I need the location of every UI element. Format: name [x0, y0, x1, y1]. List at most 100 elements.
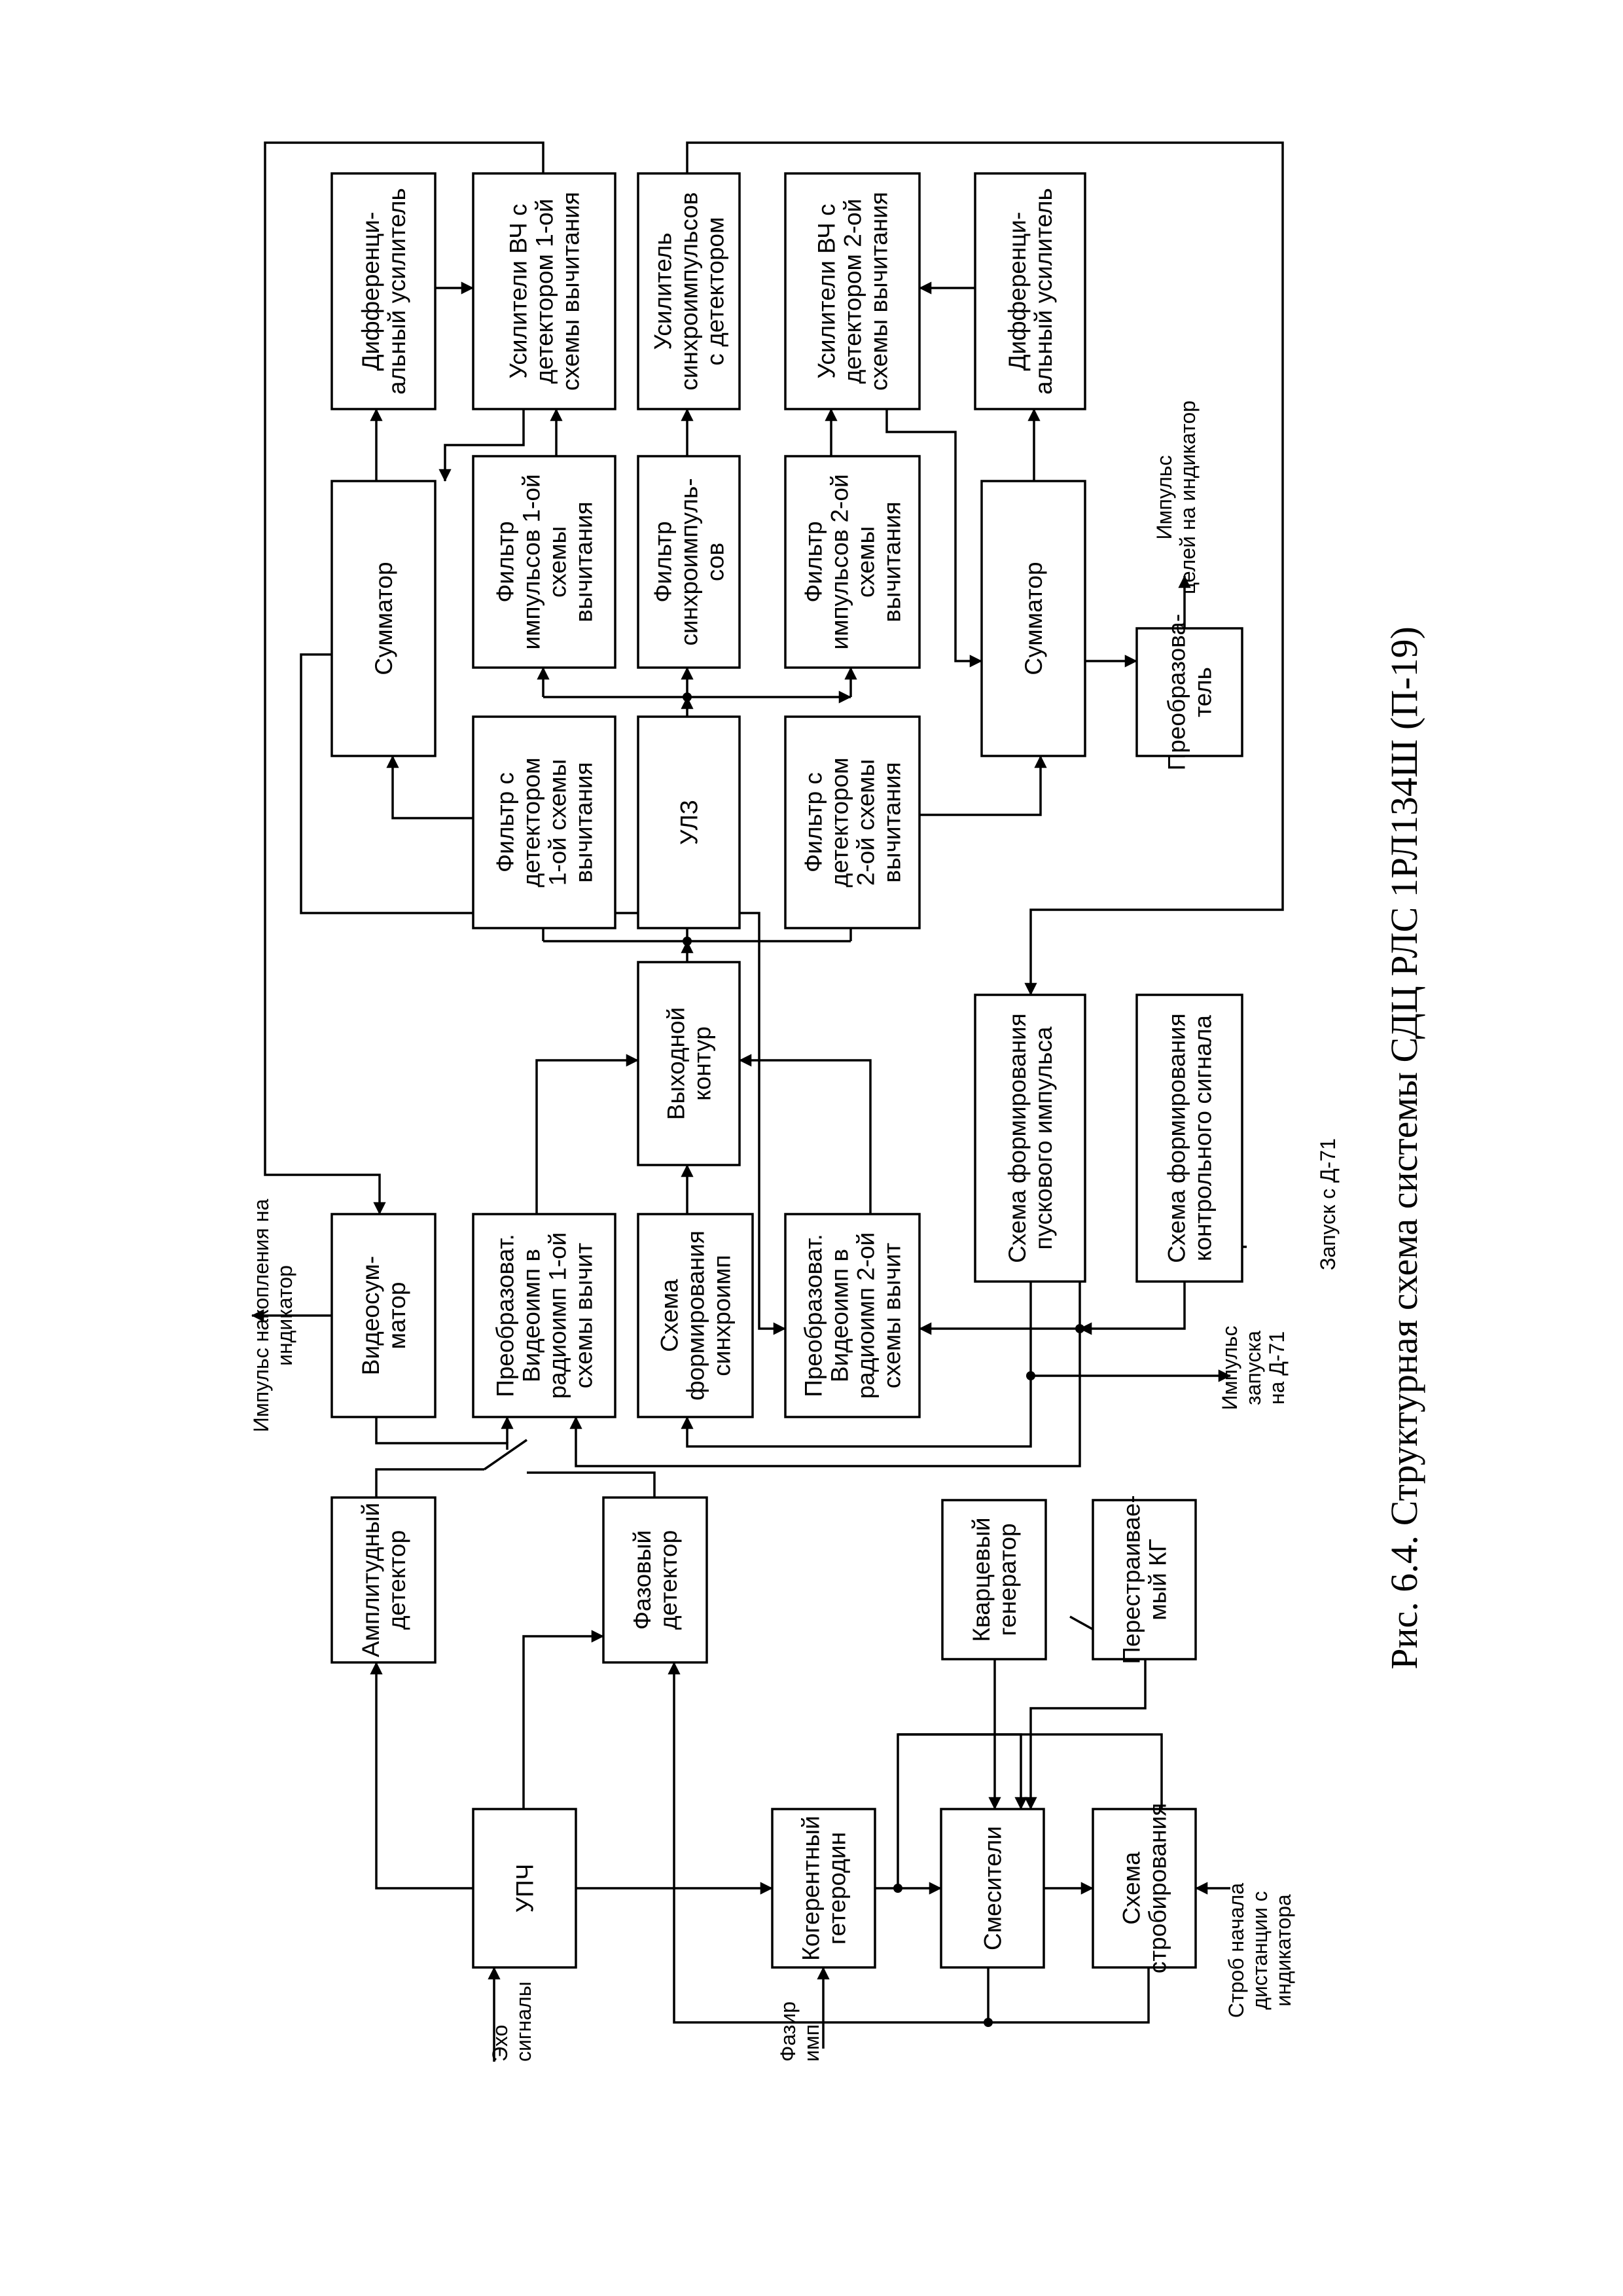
- block-label-line: контур: [689, 1026, 716, 1101]
- block-frame: [974, 994, 1086, 1283]
- block-frame: [784, 172, 921, 410]
- block-frame: [472, 455, 616, 669]
- block-label-line: генератор: [994, 1523, 1021, 1636]
- block-frame: [472, 172, 616, 410]
- diff-amplifier-1-block: Дифференци-альный усилитель: [330, 172, 437, 410]
- diff-amplifier-2-block: Дифференци-альный усилитель: [974, 172, 1086, 410]
- block-label-line: Перестраивае-: [1118, 1495, 1145, 1664]
- block-label-line: схемы: [853, 526, 880, 598]
- signal-line: [988, 1967, 1150, 2024]
- block-label-line: импульсов 1-ой: [518, 474, 545, 649]
- block-label-line: детектором 2-ой: [840, 199, 866, 384]
- block-label-line: Преобразоват.: [492, 1234, 519, 1397]
- block-label-line: УЛЗ: [676, 800, 703, 845]
- block-frame: [1135, 994, 1243, 1283]
- label-line: Запуск с Д-71: [1316, 1138, 1340, 1270]
- switch-lever: [484, 1439, 527, 1471]
- signal-line: [438, 409, 525, 482]
- label-line: имп: [800, 2024, 823, 2062]
- signal-line: [569, 1329, 1081, 1467]
- block-frame: [974, 172, 1086, 410]
- label-line: Импульс: [1152, 456, 1176, 540]
- block-label-line: синхроимпульсов: [676, 192, 703, 390]
- block-label-line: импульсов 2-ой: [827, 474, 853, 649]
- block-frame: [330, 1213, 437, 1418]
- block-label-line: Видеосум-: [357, 1256, 384, 1375]
- block-label-line: детектором: [518, 757, 545, 887]
- junction-dot: [893, 1884, 902, 1893]
- block-label-line: с детектором: [702, 217, 729, 365]
- converter-block: Преобразова-тель: [1135, 614, 1243, 771]
- label-line: дистанции с: [1248, 1891, 1272, 2009]
- block-label-line: вычитания: [571, 501, 597, 622]
- signal-line: [375, 1417, 508, 1450]
- block-frame: [637, 961, 741, 1166]
- label-line: индикатор: [273, 1265, 296, 1366]
- block-label-line: Усилитель: [650, 232, 677, 350]
- block-frame: [602, 1496, 708, 1664]
- block-label-line: мый КГ: [1145, 1539, 1171, 1621]
- block-frame: [637, 715, 741, 929]
- block-label-line: схемы вычит: [879, 1243, 906, 1389]
- block-frame: [330, 480, 437, 757]
- start-from-d71-label: Запуск с Д-71: [1316, 1138, 1340, 1270]
- signal-line: [375, 1468, 484, 1498]
- junction-dot: [683, 692, 692, 702]
- label-line: индикатора: [1272, 1894, 1295, 2007]
- block-frame: [330, 1496, 437, 1664]
- video-summator-block: Видеосум-матор: [330, 1213, 437, 1418]
- block-label-line: 1-ой схемы: [544, 759, 571, 886]
- block-frame: [1092, 1499, 1197, 1660]
- label-line: на Д-71: [1265, 1331, 1289, 1405]
- block-label-line: альный усилитель: [1030, 188, 1057, 395]
- block-label-line: детектором: [827, 757, 853, 887]
- block-frame: [1092, 1808, 1197, 1969]
- block-label-line: Фильтр с: [800, 772, 827, 872]
- signal-line: [370, 1662, 473, 1890]
- block-frame: [637, 455, 741, 669]
- label-line: Импульс: [1218, 1326, 1241, 1410]
- block-label-line: Видеоимп в: [827, 1249, 853, 1382]
- signal-line: [386, 755, 473, 819]
- label-line: Фазир: [776, 2001, 800, 2062]
- block-label-line: тель: [1190, 667, 1217, 717]
- block-label-line: Схема: [1118, 1852, 1145, 1925]
- block-label-line: Дифференци-: [1004, 212, 1031, 371]
- block-label-line: детектор: [383, 1530, 410, 1630]
- block-label-line: Преобразова-: [1164, 614, 1190, 771]
- block-label-line: Фильтр с: [492, 772, 519, 872]
- block-frame: [784, 715, 921, 929]
- block-label-line: Выходной: [663, 1007, 690, 1120]
- block-label-line: контрольного сигнала: [1190, 1015, 1217, 1262]
- signal-line: [919, 755, 1047, 816]
- block-frame: [637, 172, 741, 410]
- junction-dot: [984, 2018, 993, 2027]
- block-label-line: радиоимп 2-ой: [853, 1232, 880, 1399]
- signal-line: [668, 1662, 990, 2024]
- block-label-line: Сумматор: [1020, 562, 1047, 675]
- junction-dot: [683, 937, 692, 946]
- block-label-line: схемы: [544, 526, 571, 598]
- block-label-line: синхроимпуль-: [676, 478, 703, 645]
- block-label-line: альный усилитель: [383, 188, 410, 395]
- block-label-line: схемы вычит: [571, 1243, 597, 1389]
- block-label-line: радиоимп 1-ой: [544, 1232, 571, 1399]
- block-frame: [472, 1213, 616, 1418]
- signal-line: [686, 141, 1284, 996]
- signal-line: [681, 1282, 1032, 1448]
- block-frame: [784, 455, 921, 669]
